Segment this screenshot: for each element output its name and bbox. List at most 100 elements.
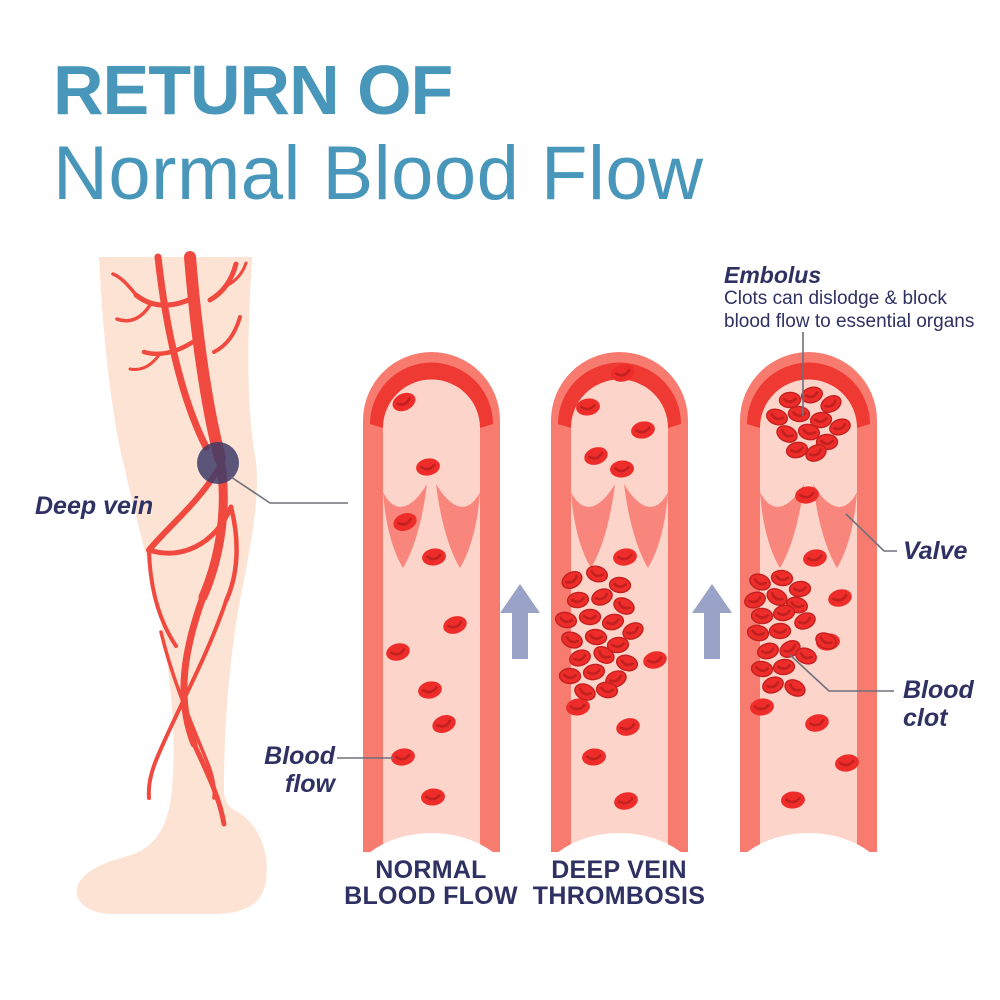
red-blood-cell	[386, 643, 410, 661]
leg-vein	[146, 599, 228, 800]
red-blood-cell	[772, 658, 796, 676]
embolus-label: Embolus	[724, 262, 822, 288]
red-blood-cell	[828, 589, 852, 607]
red-blood-cell	[561, 631, 583, 649]
red-blood-cell	[815, 632, 837, 650]
red-blood-cell	[614, 792, 638, 810]
red-blood-cell	[750, 660, 774, 678]
deep-vein-leader-line	[230, 476, 348, 504]
vessel-wall-cap	[558, 362, 681, 428]
red-blood-cell	[779, 640, 801, 658]
vessel-bottom-cut	[345, 833, 518, 961]
leg-vein	[223, 504, 239, 604]
leg-vein	[115, 303, 152, 323]
red-blood-cell	[772, 604, 796, 622]
leg-vein	[147, 548, 178, 648]
red-blood-cell	[392, 392, 416, 412]
blood-flow-label: Blood flow	[264, 742, 335, 798]
red-blood-cell	[795, 486, 819, 504]
red-blood-cell	[584, 628, 608, 646]
red-blood-cell	[610, 460, 634, 478]
valve-flap-right	[813, 484, 857, 568]
red-blood-cell	[586, 565, 608, 583]
red-blood-cell	[416, 458, 440, 476]
caption-normal-blood-flow: NORMAL BLOOD FLOW	[344, 856, 518, 911]
red-blood-cell	[805, 444, 827, 462]
red-blood-cell	[835, 754, 859, 772]
red-blood-cell	[582, 748, 606, 766]
red-blood-cell	[613, 597, 635, 615]
red-blood-cell	[781, 791, 805, 809]
red-blood-cell	[776, 425, 798, 443]
red-blood-cell	[418, 681, 442, 699]
valve-flap-right	[436, 484, 480, 568]
knee-marker-dot	[197, 442, 239, 484]
blood-clot-label: Blood clot	[903, 676, 974, 732]
red-blood-cell	[749, 573, 771, 591]
leg-vein	[212, 315, 242, 354]
red-blood-cell	[554, 611, 578, 629]
leg-vein	[133, 292, 196, 308]
red-blood-cell	[591, 588, 613, 606]
red-blood-cell	[750, 698, 774, 716]
red-blood-cell	[829, 418, 851, 436]
valve-label: Valve	[903, 537, 968, 565]
red-blood-cell	[595, 681, 619, 699]
red-blood-cell	[770, 569, 794, 587]
vessel-interior	[383, 379, 480, 852]
red-blood-cell	[784, 679, 806, 697]
leg-outline	[76, 257, 267, 914]
vessel-wall-cap	[747, 362, 870, 428]
red-blood-cell	[613, 548, 637, 566]
red-blood-cell	[393, 513, 417, 531]
red-blood-cell	[785, 441, 809, 459]
red-blood-cell	[561, 570, 583, 590]
red-blood-cell	[803, 549, 827, 567]
red-blood-cell	[578, 608, 602, 626]
red-blood-cell	[744, 591, 766, 609]
leg-vein	[159, 630, 216, 800]
red-blood-cell	[584, 447, 608, 465]
leg-vein	[226, 261, 248, 287]
leg-vein	[146, 504, 234, 556]
red-blood-cell	[795, 647, 817, 665]
valve-leader-line	[845, 513, 897, 552]
red-blood-cell	[746, 624, 770, 642]
red-blood-cell	[809, 411, 833, 429]
caption-deep-vein-thrombosis: DEEP VEIN THROMBOSIS	[532, 856, 706, 911]
red-blood-cell	[820, 394, 842, 414]
red-blood-cell	[593, 646, 615, 664]
red-blood-cell	[756, 642, 780, 660]
vessel-bottom-cut	[722, 833, 895, 961]
leg-vein	[141, 337, 199, 357]
red-blood-cell	[611, 364, 635, 382]
red-blood-cell	[788, 580, 812, 598]
red-blood-cell	[762, 676, 784, 694]
red-blood-cell	[750, 607, 774, 625]
leg-vein	[184, 251, 226, 464]
vessel-bottom-cut	[533, 833, 706, 961]
red-blood-cell	[608, 576, 632, 594]
red-blood-cell	[778, 391, 802, 409]
red-blood-cell	[615, 654, 639, 672]
page-subtitle: Normal Blood Flow	[53, 131, 704, 216]
deep-vein-label: Deep vein	[35, 492, 154, 520]
valve-flap-right	[624, 484, 668, 568]
red-blood-cell	[797, 423, 821, 441]
red-blood-cell	[616, 718, 640, 736]
red-blood-cell	[443, 616, 467, 634]
red-blood-cell	[569, 649, 591, 667]
red-blood-cell	[391, 748, 415, 766]
red-blood-cell	[606, 636, 630, 654]
red-blood-cell	[422, 548, 446, 566]
red-blood-cell	[574, 683, 596, 701]
leg-vein	[111, 272, 139, 298]
blood-clot-leader-line	[789, 654, 894, 692]
red-blood-cell	[768, 622, 792, 640]
red-blood-cell	[805, 714, 829, 732]
leg-vein	[128, 353, 161, 371]
leg-illustration	[76, 251, 267, 914]
red-blood-cell	[631, 421, 655, 439]
page-title: RETURN OF	[53, 51, 453, 129]
